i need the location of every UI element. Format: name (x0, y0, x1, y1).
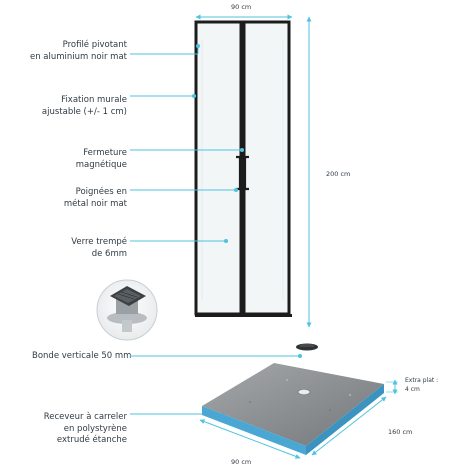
shower-tray (202, 363, 384, 455)
label-tray: Receveur à carreler en polystyrène extru… (43, 412, 127, 445)
drain-zoom (96, 279, 158, 341)
label-profile: Profilé pivotant en aluminium noir mat (29, 40, 127, 62)
shower-door (194, 20, 292, 317)
label-handles: Poignées en métal noir mat (63, 187, 127, 209)
dimension-tray-width: 90 cm (231, 458, 252, 466)
door-handles (236, 155, 249, 191)
dimension-door-height: 200 cm (326, 170, 351, 178)
dimension-tray-depth: 160 cm (388, 428, 413, 436)
dimension-extra-flat: Extra plat : 4 cm (405, 377, 439, 393)
label-drain: Bonde verticale 50 mm (32, 351, 132, 361)
tray-depth-dimension-line (311, 396, 387, 456)
drain-icon (296, 343, 318, 351)
tray-width-dimension-line (199, 419, 301, 459)
label-glass: Verre trempé de 6mm (71, 237, 127, 259)
label-wall-fixation: Fixation murale ajustable (+/- 1 cm) (41, 95, 127, 117)
dimension-door-width: 90 cm (231, 3, 252, 11)
label-magnetic-closure: Fermeture magnétique (75, 148, 127, 170)
